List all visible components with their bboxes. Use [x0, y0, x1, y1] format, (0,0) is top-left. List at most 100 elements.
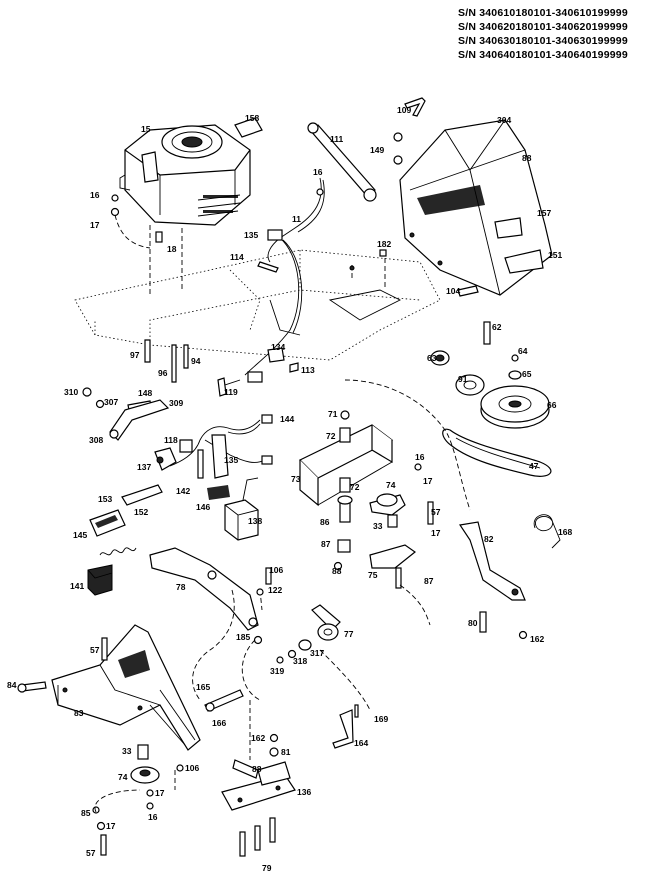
part-label: 310 — [64, 387, 78, 397]
part-label: 88 — [332, 566, 342, 576]
nut — [508, 370, 522, 380]
fastener — [379, 249, 387, 257]
part-label: 11 — [292, 214, 301, 224]
belt-guard — [399, 119, 553, 296]
connector — [179, 439, 193, 453]
spring — [533, 514, 561, 549]
part-label: 74 — [386, 480, 396, 490]
part-label: 17 — [155, 788, 165, 798]
wire-harness — [221, 177, 325, 396]
part-label: 97 — [130, 350, 140, 360]
bushing — [337, 539, 351, 553]
part-label: 142 — [176, 486, 190, 496]
bolt — [457, 285, 479, 297]
pin — [176, 764, 184, 772]
nut — [518, 630, 528, 640]
serial-number-line: S/N 340630180101-340630199999 — [458, 35, 628, 47]
decal — [121, 484, 163, 506]
part-label: 146 — [196, 502, 210, 512]
pivot-roller — [311, 604, 341, 641]
part-label: 85 — [81, 808, 91, 818]
part-label: 134 — [271, 342, 285, 352]
washer — [109, 429, 119, 439]
part-label: 308 — [89, 435, 103, 445]
part-label: 57 — [86, 848, 96, 858]
idler — [430, 350, 450, 366]
decal — [234, 117, 263, 138]
part-label: 75 — [368, 570, 378, 580]
part-label: 72 — [350, 482, 360, 492]
serial-number-line: S/N 340620180101-340620199999 — [458, 21, 628, 33]
part-label: 71 — [328, 409, 338, 419]
washer — [95, 399, 105, 409]
bolt — [254, 825, 261, 851]
part-label: 106 — [185, 763, 199, 773]
rod-link — [204, 689, 244, 712]
part-label: 118 — [164, 435, 178, 445]
part-label: 122 — [268, 585, 282, 595]
part-label: 66 — [547, 400, 557, 410]
part-label: 17 — [423, 476, 433, 486]
part-label: 106 — [269, 565, 283, 575]
part-label: 88 — [522, 153, 532, 163]
washer — [269, 747, 279, 757]
frame-outline — [74, 249, 441, 361]
part-label: 162 — [530, 634, 544, 644]
bolt — [404, 97, 426, 117]
part-label: 16 — [90, 190, 100, 200]
washer — [146, 802, 154, 810]
nut — [82, 387, 92, 397]
part-label: 304 — [497, 115, 511, 125]
nut — [146, 789, 154, 797]
part-label: 185 — [236, 632, 250, 642]
part-label: 33 — [373, 521, 383, 531]
engine — [119, 124, 251, 226]
part-label: 84 — [7, 680, 17, 690]
part-label: 81 — [281, 747, 291, 757]
nut — [414, 463, 422, 471]
bolt — [197, 449, 204, 479]
wire-clip — [217, 377, 227, 397]
part-label: 152 — [134, 507, 148, 517]
clutch-arm — [130, 766, 160, 784]
part-label: 111 — [330, 134, 344, 144]
connector — [267, 347, 285, 363]
part-label: 87 — [321, 539, 331, 549]
pin — [276, 656, 284, 664]
part-label: 16 — [313, 167, 323, 177]
shift-plate — [149, 547, 259, 631]
part-label: 64 — [518, 346, 528, 356]
pin — [354, 704, 359, 718]
bushing — [387, 514, 398, 528]
pulley-small — [455, 374, 485, 396]
part-label: 78 — [176, 582, 186, 592]
pulley-large — [480, 385, 550, 429]
part-label: 83 — [74, 708, 84, 718]
label-decal — [207, 485, 230, 500]
washer — [287, 649, 297, 659]
battery-pack — [224, 499, 259, 541]
part-label: 33 — [122, 746, 132, 756]
part-label: 182 — [377, 239, 391, 249]
part-label: 96 — [158, 368, 168, 378]
pivot-bracket — [298, 424, 394, 507]
nut — [269, 733, 279, 743]
bushing — [137, 744, 149, 760]
shaft — [232, 759, 259, 779]
part-label: 113 — [301, 365, 315, 375]
nut — [256, 588, 264, 596]
part-label: 135 — [244, 230, 258, 240]
part-label: 136 — [297, 787, 311, 797]
pedal-frame — [51, 624, 201, 751]
part-label: 17 — [431, 528, 441, 538]
part-label: 144 — [280, 414, 294, 424]
part-label: 94 — [191, 356, 201, 366]
part-label: 17 — [106, 821, 116, 831]
bolt — [427, 501, 434, 525]
lever-bracket — [369, 544, 417, 569]
bolt — [155, 231, 163, 243]
washer — [111, 194, 119, 202]
part-labels: 15 158 16 17 18 111 16 11 135 114 182 10… — [7, 105, 572, 873]
drive-belt — [442, 428, 552, 477]
